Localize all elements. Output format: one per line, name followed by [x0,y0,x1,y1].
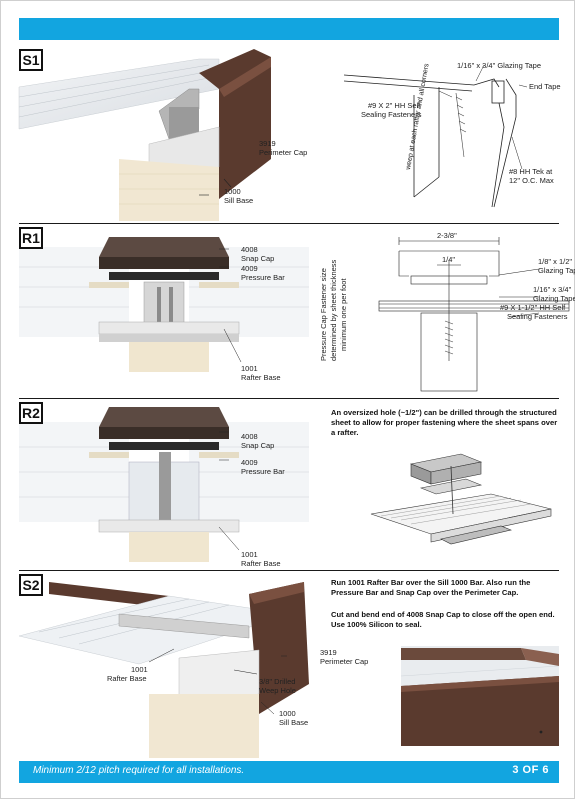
s2-rafter-number: 1001 [131,665,148,674]
s1-tape-label: 1/16" x 3/4" Glazing Tape [457,61,541,70]
r2-rafter-number: 1001 [241,550,258,559]
s1-section-drawing [343,64,528,208]
r1-gap-dimension: 1/4" [442,255,456,264]
section-s2: S2 1001 Rafter Base 3919 Perimeter Cap 3… [18,574,560,758]
divider-2 [19,398,559,399]
s1-tek-label-b: 12" O.C. Max [509,176,554,185]
r2-exploded-drawing [370,453,552,545]
r1-bar-name: Pressure Bar [241,273,285,282]
s2-instruction-text-1: Run 1001 Rafter Bar over the Sill 1000 B… [331,578,531,597]
r1-tape-b-line1: 1/16" x 3/4" [533,285,572,294]
s1-base-name: Sill Base [224,196,254,205]
s1-cap-name: Perimeter Cap [259,148,308,157]
s1-fastener-label-a: #9 X 2" HH Self [368,101,421,110]
r2-snap-name: Snap Cap [241,441,275,450]
r1-rafter-render [19,237,309,372]
section-s1: S1 3919 Perimeter Cap [18,49,561,221]
r1-vertical-note-b: determined by sheet thickness [329,259,338,361]
r1-fastener-line1: #9 X 1-1/2" HH Self [500,303,566,312]
s1-end-tape-label: End Tape [529,82,561,91]
r1-fastener-line2: Sealing Fasteners [507,312,568,321]
r1-section-drawing [378,237,570,392]
r2-rafter-render [19,407,309,562]
r2-snap-number: 4008 [241,432,258,441]
r1-rafter-name: Rafter Base [241,373,281,382]
divider-1 [19,223,559,224]
divider-3 [19,570,559,571]
r1-tape-a-line2: Glazing Tape [538,266,575,275]
section-tag-s2: S2 [19,574,43,596]
s2-cap-number: 3919 [320,648,337,657]
s1-tek-label-a: #8 HH Tek at [509,167,553,176]
s2-detail-render [400,646,560,746]
r2-instruction-text: An oversized hole (~1/2") can be drilled… [331,408,558,437]
bottom-accent-bar: Minimum 2/12 pitch required for all inst… [19,761,559,783]
section-r1: R1 4008 Snap Cap 4009 Pressur [19,227,575,395]
r1-rafter-number: 1001 [241,364,258,373]
section-tag-r1: R1 [19,227,43,249]
s1-base-number: 1000 [224,187,241,196]
s2-cap-name: Perimeter Cap [320,657,369,666]
section-tag-r2: R2 [19,402,43,424]
footer-pitch-note: Minimum 2/12 pitch required for all inst… [33,765,245,776]
r1-vertical-note-a: Pressure Cap Fastener size [319,268,328,361]
s2-corner-render [18,582,309,758]
s2-base-number: 1000 [279,709,296,718]
top-accent-bar [19,18,559,40]
section-r2: R2 4008 Snap Cap 4009 Pressure Bar 1001 [19,402,559,568]
s1-cap-number: 3919 [259,139,276,148]
r1-vertical-note-c: minimum one per foot [339,278,348,351]
r1-width-dimension: 2-3/8" [437,231,457,240]
r2-bar-name: Pressure Bar [241,467,285,476]
s2-rafter-name: Rafter Base [107,674,147,683]
section-tag-s1: S1 [19,49,43,71]
r1-bar-number: 4009 [241,264,258,273]
page-number: 3 OF 6 [512,764,549,776]
s2-weep-line1: 3/8" Drilled [259,677,296,686]
s1-perimeter-render [18,49,271,221]
s1-fastener-label-b: Sealing Fasteners [361,110,422,119]
r1-tape-a-line1: 1/8" x 1/2" [538,257,573,266]
s2-weep-line2: Weep Hole [259,686,296,695]
r1-tape-b-line2: Glazing Tape [533,294,575,303]
r1-snap-number: 4008 [241,245,258,254]
r2-rafter-name: Rafter Base [241,559,281,568]
s2-instruction-text-2: Cut and bend end of 4008 Snap Cap to clo… [331,610,555,629]
s2-base-name: Sill Base [279,718,309,727]
r1-snap-name: Snap Cap [241,254,275,263]
r2-bar-number: 4009 [241,458,258,467]
